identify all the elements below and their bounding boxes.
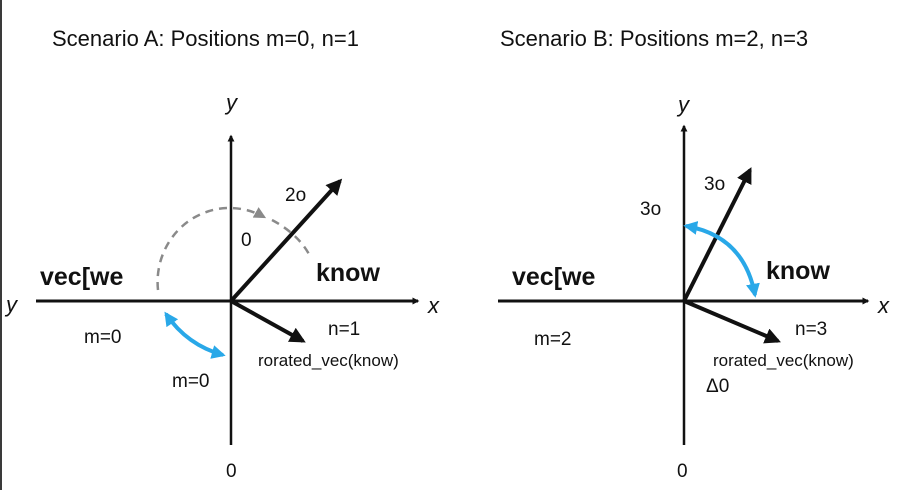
scenario-b-title: Scenario B: Positions m=2, n=3 <box>500 26 808 51</box>
scenario-a-title: Scenario A: Positions m=0, n=1 <box>52 26 359 51</box>
scenario-a-angle-vector: 2o <box>285 185 306 206</box>
scenario-a-x-label: x <box>427 293 440 318</box>
scenario-b-x-label: x <box>877 293 890 318</box>
scenario-a-m-bottom: m=0 <box>172 371 210 392</box>
scenario-a-angle-small: 0 <box>241 230 252 251</box>
scenario-a-word-right: know <box>316 259 380 287</box>
scenario-a-dashed-arc-tail <box>271 218 313 259</box>
scenario-b-origin-label: 0 <box>677 461 688 482</box>
scenario-a-m-left: m=0 <box>84 327 122 348</box>
scenario-a-n-label: n=1 <box>328 319 360 340</box>
scenario-b: Scenario B: Positions m=2, n=3 y x 0 vec… <box>498 26 890 482</box>
scenario-a-blue-arc <box>164 311 226 359</box>
scenario-a-know-vector <box>229 178 343 303</box>
scenario-b-word-right: know <box>766 257 830 285</box>
scenario-a-y-label: y <box>224 90 239 115</box>
scenario-b-rotated-label: rorated_vec(know) <box>713 351 854 370</box>
scenario-a-word-left: vec[we <box>40 263 123 291</box>
scenario-b-rotated-vector <box>683 299 781 344</box>
scenario-b-blue-arc <box>683 221 760 298</box>
scenario-a: Scenario A: Positions m=0, n=1 y x y 0 v… <box>4 26 440 482</box>
scenario-b-delta-label: Δ0 <box>706 376 729 397</box>
scenario-b-word-left: vec[we <box>512 263 595 291</box>
scenario-b-angle-arc: 3o <box>640 199 661 220</box>
scenario-b-n-label: n=3 <box>795 319 827 340</box>
scenario-a-origin-label: 0 <box>226 461 237 482</box>
scenario-b-angle-vector: 3o <box>704 174 725 195</box>
scenario-b-m-label: m=2 <box>534 329 572 350</box>
scenario-a-rotated-label: rorated_vec(know) <box>258 351 399 370</box>
scenario-a-rotated-vector <box>230 299 306 343</box>
scenario-a-y-left-label: y <box>4 292 19 317</box>
left-border <box>0 0 2 490</box>
scenario-b-y-label: y <box>676 92 691 117</box>
